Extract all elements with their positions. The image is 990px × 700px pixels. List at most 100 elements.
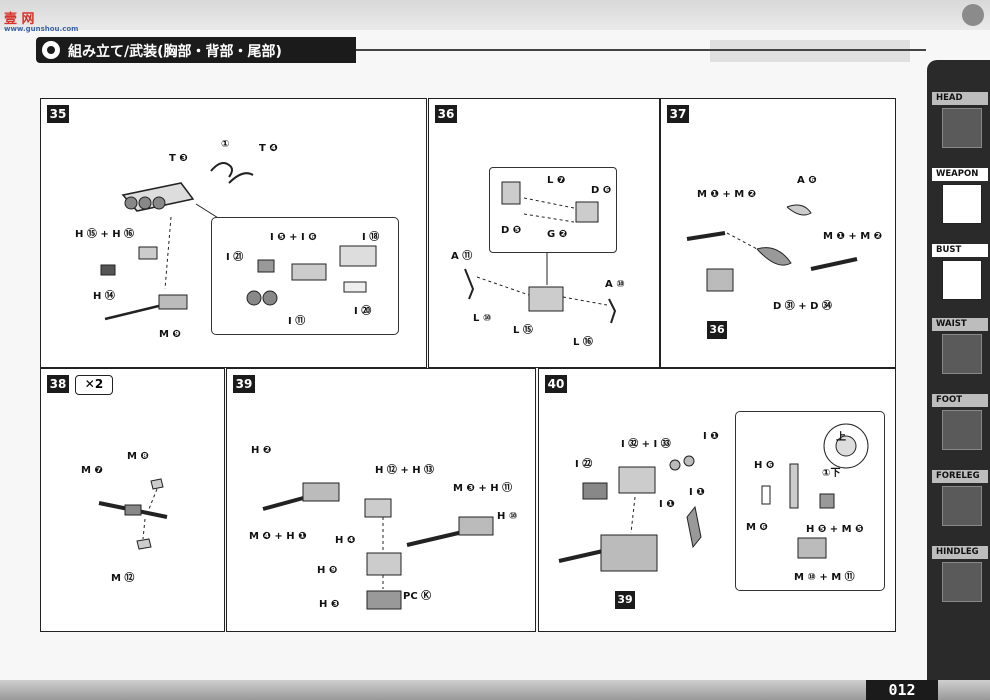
label-i20: I ⑳ [354, 306, 372, 317]
sidebar-tab-weapon[interactable]: WEAPON [932, 168, 988, 224]
label-h6: H ❻ [754, 460, 775, 471]
label-m1-m2-b: M ❶ + M ❷ [823, 231, 883, 242]
label-up: 上 [836, 432, 846, 443]
label-d31-d34: D ㉛ + D ㉞ [773, 301, 832, 312]
head-icon [942, 108, 982, 148]
step-number: 38 [47, 375, 69, 393]
sidebar-tab-label: BUST [932, 244, 988, 257]
label-h15-h16: H ⑮ + H ⑯ [75, 229, 135, 240]
gear-icon [962, 4, 984, 26]
sidebar-tab-waist[interactable]: WAIST [932, 318, 988, 374]
label-i11: I ⑪ [288, 316, 306, 327]
label-a6: A ❻ [797, 175, 817, 186]
label-m10-m11: M ⑩ + M ⑪ [794, 572, 855, 583]
label-l16: L ⑯ [573, 337, 593, 348]
label-i21: I ㉑ [226, 252, 244, 263]
step-38-panel: 38 ✕2 M ❽ M ❼ M ⑫ [40, 368, 225, 632]
label-pc-k: PC Ⓚ [403, 591, 432, 602]
header-rule [356, 49, 926, 51]
label-i32-i33: I ㉜ + I ㉝ [621, 439, 671, 450]
label-i18: I ⑱ [362, 232, 380, 243]
step-number: 36 [435, 105, 457, 123]
detail-inset: I ❺ + I ❻ I ⑱ I ㉑ I ⑪ I ⑳ [211, 217, 399, 335]
label-l15: L ⑮ [513, 325, 533, 336]
label-h9: H ❾ [317, 565, 338, 576]
header-decor [710, 40, 910, 62]
step-40-panel: 40 I ㉜ + I ㉝ I ❶ I ㉒ I ❶ I ❶ 39 上 [538, 368, 896, 632]
label-d5: D ❺ [501, 225, 522, 236]
sidebar-tab-label: HINDLEG [932, 546, 988, 559]
section-bullet-icon [42, 41, 60, 59]
label-m12: M ⑫ [111, 573, 135, 584]
label-h3: H ❸ [319, 599, 340, 610]
label-m6: M ❻ [746, 522, 768, 533]
label-h4: H ❹ [335, 535, 356, 546]
label-h10: H ⑩ [497, 511, 518, 522]
label-m7: M ❼ [81, 465, 103, 476]
label-i22: I ㉒ [575, 459, 593, 470]
label-m1-m2-a: M ❶ + M ❷ [697, 189, 757, 200]
watermark-url: www.gunshou.com [4, 25, 79, 33]
label-t3: T ❸ [169, 153, 188, 164]
label-m8: M ❽ [127, 451, 149, 462]
bottom-decor-band [0, 680, 990, 700]
page-number: 012 [866, 680, 938, 700]
label-i5-i6: I ❺ + I ❻ [270, 232, 317, 243]
label-h2: H ❷ [251, 445, 272, 456]
label-m3-h11: M ❸ + H ⑪ [453, 483, 513, 494]
label-h12-h13: H ⑫ + H ⑬ [375, 465, 435, 476]
label-ref-1: ① [221, 139, 230, 150]
foreleg-icon [942, 486, 982, 526]
step-36-panel: 36 L ❼ D ❻ D ❺ G ❷ A ⑪ A ⑩ L ⑩ L ⑮ L ⑯ [428, 98, 660, 368]
sidebar-tab-label: WEAPON [932, 168, 988, 181]
sidebar-tab-label: FOOT [932, 394, 988, 407]
sidebar-tab-label: HEAD [932, 92, 988, 105]
section-header: 組み立て/武装(胸部・背部・尾部) [36, 37, 356, 63]
weapon-icon [942, 184, 982, 224]
detail-inset [489, 167, 617, 253]
reference-step-tag: 39 [615, 591, 635, 609]
watermark-logo: 壹 网 www.gunshou.com [4, 8, 78, 33]
step-35-panel: 35 T ❸ ① T ❹ H ⑮ + H ⑯ H ⑭ M ❾ [40, 98, 427, 368]
label-t4: T ❹ [259, 143, 278, 154]
top-decor-band [0, 0, 990, 30]
reference-step-tag: 36 [707, 321, 727, 339]
quantity-badge: ✕2 [75, 375, 113, 395]
step-number: 40 [545, 375, 567, 393]
label-d6: D ❻ [591, 185, 612, 196]
section-title: 組み立て/武装(胸部・背部・尾部) [68, 44, 282, 60]
foot-icon [942, 410, 982, 450]
hindleg-icon [942, 562, 982, 602]
sidebar-tab-foot[interactable]: FOOT [932, 394, 988, 450]
step-number: 39 [233, 375, 255, 393]
step-35-diagram [100, 162, 254, 321]
label-i1-b: I ❶ [689, 487, 705, 498]
label-l10: L ⑩ [473, 313, 492, 324]
sidebar-tab-label: FORELEG [932, 470, 988, 483]
step-37-panel: 37 A ❻ M ❶ + M ❷ M ❶ + M ❷ D ㉛ + D ㉞ 36 [660, 98, 896, 368]
label-i1-a: I ❶ [703, 431, 719, 442]
label-l7: L ❼ [547, 175, 566, 186]
sidebar-tab-bust[interactable]: BUST [932, 244, 988, 300]
step-number: 35 [47, 105, 69, 123]
detail-inset: 上 ①下 H ❻ M ❻ H ❺ + M ❺ M ⑩ + M ⑪ [735, 411, 885, 591]
label-g2: G ❷ [547, 229, 568, 240]
label-m9: M ❾ [159, 329, 181, 340]
label-h14: H ⑭ [93, 291, 115, 302]
sidebar-tab-head[interactable]: HEAD [932, 92, 988, 148]
sidebar-tab-label: WAIST [932, 318, 988, 331]
step-number: 37 [667, 105, 689, 123]
label-i1-c: I ❶ [659, 499, 675, 510]
label-h5-m5: H ❺ + M ❺ [806, 524, 864, 535]
watermark-title: 壹 网 [4, 12, 35, 27]
sidebar-tab-hindleg[interactable]: HINDLEG [932, 546, 988, 602]
bust-icon [942, 260, 982, 300]
step-39-panel: 39 H ❷ H ⑫ + H ⑬ M ❸ + H ⑪ M ❹ + H ❶ H ❹… [226, 368, 536, 632]
label-down: ①下 [822, 468, 841, 479]
label-a10: A ⑩ [605, 279, 625, 290]
label-m4-h1: M ❹ + H ❶ [249, 531, 307, 542]
label-a11: A ⑪ [451, 251, 473, 262]
waist-icon [942, 334, 982, 374]
sidebar-tab-foreleg[interactable]: FORELEG [932, 470, 988, 526]
